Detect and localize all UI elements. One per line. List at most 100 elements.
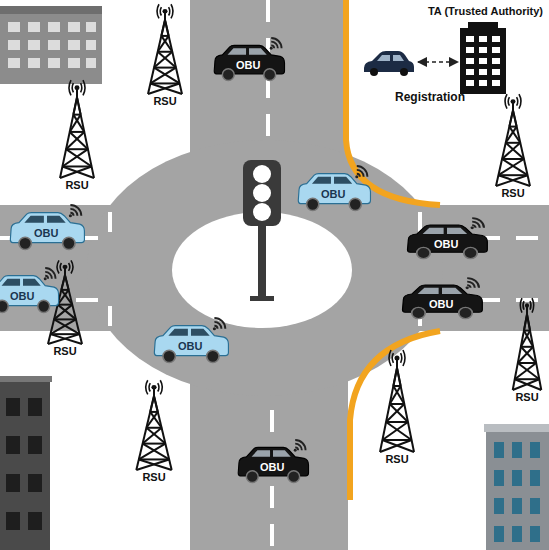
tower-lattice <box>65 275 69 290</box>
wireless-signal <box>403 350 405 366</box>
car-wheel <box>288 471 300 483</box>
wireless-signal <box>83 80 85 95</box>
building-window <box>479 58 487 64</box>
tower-lattice <box>498 159 524 175</box>
car-wheel <box>246 471 258 483</box>
tower-lattice <box>54 305 72 320</box>
roundabout-island <box>172 212 352 328</box>
wireless-signal <box>171 4 173 18</box>
tower-lattice <box>50 319 76 334</box>
building-window <box>466 69 474 75</box>
obu-label: OBU <box>0 290 59 302</box>
tower-lattice <box>161 20 165 36</box>
tower-lattice <box>154 52 172 68</box>
rsu-tower: RSU <box>140 6 190 110</box>
tower-antenna <box>163 9 168 13</box>
tower-lattice <box>154 396 158 412</box>
tower-lattice <box>518 347 533 363</box>
tower-lattice <box>66 148 88 150</box>
wireless-signal <box>519 94 521 108</box>
tower-lattice <box>496 175 528 186</box>
wireless-signal <box>57 260 59 273</box>
building-window <box>466 80 474 86</box>
car-wheel <box>19 237 31 249</box>
car-wheel <box>412 307 425 318</box>
car-window <box>2 279 41 286</box>
wireless-signal <box>357 166 368 177</box>
vehicle-obu: OBU <box>212 38 286 82</box>
tower-lattice <box>54 319 80 334</box>
wireless-signal <box>530 301 531 310</box>
trusted-authority: TA (Trusted Authority) <box>360 4 545 96</box>
rsu-tower: RSU <box>488 96 538 202</box>
wireless-signal <box>505 94 507 108</box>
tower-lattice <box>58 290 69 305</box>
wireless-signal <box>466 286 469 289</box>
car-wheel <box>417 247 430 258</box>
tower-lattice <box>58 305 76 320</box>
stop-line <box>110 212 420 326</box>
building-window <box>479 47 487 53</box>
rsu-label: RSU <box>478 187 548 200</box>
wireless-signal <box>69 263 70 271</box>
car-window <box>418 288 463 294</box>
tower-lattice <box>515 363 536 379</box>
building-window <box>466 58 474 64</box>
wireless-signal <box>70 205 81 216</box>
tower-lattice <box>62 149 88 166</box>
tower-shape <box>506 300 548 390</box>
tower-antenna <box>395 356 400 361</box>
rsu-tower: RSU <box>128 382 180 486</box>
wireless-signal <box>270 47 273 50</box>
car-wheel <box>222 69 234 81</box>
registration-arrow <box>418 61 458 63</box>
wireless-signal <box>472 218 484 228</box>
wireless-signal <box>532 298 534 312</box>
wireless-signal <box>160 380 162 394</box>
rsu-label: RSU <box>30 345 100 358</box>
wireless-signal <box>169 7 170 15</box>
tower-lattice <box>390 403 405 405</box>
wireless-signal <box>214 318 225 329</box>
obu-label: OBU <box>400 298 482 310</box>
registration-car <box>364 51 414 76</box>
building-window <box>492 36 500 42</box>
tower-lattice <box>143 443 166 445</box>
wireless-signal <box>72 83 73 92</box>
tower-lattice <box>390 386 401 404</box>
vehicle-obu: OBU <box>236 440 310 484</box>
tower-lattice <box>158 36 169 52</box>
tower-lattice <box>150 396 154 412</box>
rsu-label: RSU <box>130 95 200 108</box>
tower-shape <box>140 6 190 94</box>
car-window <box>252 450 291 457</box>
car-wheel <box>307 198 319 210</box>
building-window <box>466 47 474 53</box>
tower-lattice <box>146 428 165 444</box>
obu-label: OBU <box>8 227 84 239</box>
building <box>0 376 52 550</box>
tower-lattice <box>60 166 92 178</box>
tower-lattice <box>502 143 520 159</box>
wireless-signal <box>213 327 216 330</box>
car-window <box>168 329 209 336</box>
wireless-signal <box>295 440 305 450</box>
tower-lattice <box>386 404 404 422</box>
tower-lattice <box>139 444 166 460</box>
building-window <box>479 36 487 42</box>
tower-lattice <box>48 334 80 344</box>
wireless-signal <box>69 214 72 217</box>
tower-antenna <box>525 303 529 308</box>
tower-lattice <box>146 412 157 428</box>
tower-lattice <box>150 68 176 84</box>
obu-label: OBU <box>236 461 309 473</box>
rsu-label: RSU <box>42 179 112 192</box>
vehicle-obu: OBU <box>0 268 60 314</box>
car-wheel <box>349 198 361 210</box>
building <box>0 6 102 84</box>
wireless-signal <box>69 80 71 95</box>
tower-lattice <box>518 362 536 364</box>
